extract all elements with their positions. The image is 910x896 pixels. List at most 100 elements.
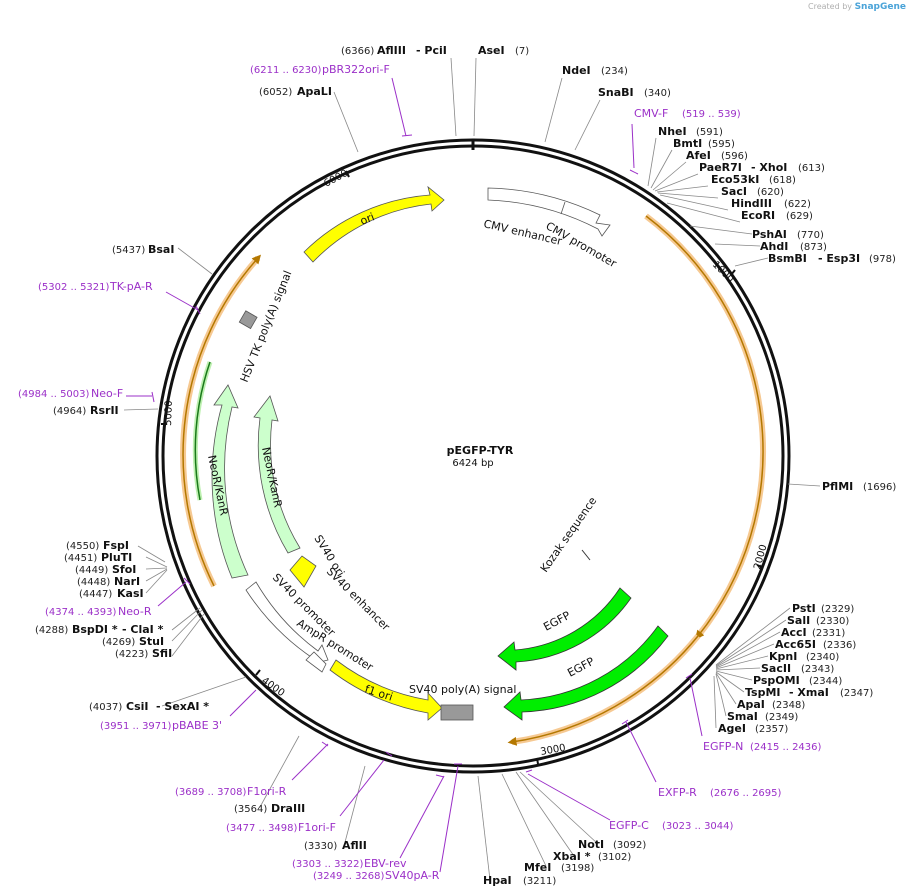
site-narI: NarI [114,575,140,588]
site-pos-sacI: (620) [757,187,784,198]
site-pos-sacII: (2343) [801,664,834,675]
neo-feature-2 [253,395,301,554]
site-pos-eco53kI: (618) [769,175,796,186]
tick-4000: 4000 [259,675,286,699]
site-sacII: SacII [761,662,791,675]
site-pos-ageI: (2357) [755,724,788,735]
site-pciI: - PciI [416,44,447,57]
site-pos-acc65I: (2336) [823,640,856,651]
site-pos-nheI: (591) [696,127,723,138]
site-pos-kpnI: (2340) [806,652,839,663]
site-pos-hpaI: (3211) [523,876,556,887]
site-labels: (6366) AflIII - PciI AseI (7) NdeI (234)… [35,44,896,887]
primer-pbabe3: pBABE 3' [172,719,222,732]
primer-connectors [126,77,703,873]
site-pos-xmaI: (2347) [840,688,873,699]
primer-pos-pbr322ori-f: (6211 .. 6230) [250,65,322,76]
primer-pbr322ori-f: pBR322ori-F [322,63,390,76]
tick-mark-3000 [536,757,539,765]
site-apaI: ApaI [737,698,765,711]
ampr-promoter-feature [305,651,327,673]
site-xmaI: - XmaI [789,686,829,699]
site-snaBI: SnaBI [598,86,634,99]
kozak-feature [581,549,591,561]
egfp-feature-1 [497,587,632,671]
site-stuI: StuI [139,635,164,648]
primer-sv40pa-r: SV40pA-R [385,869,440,882]
sv40-polya-feature [440,704,474,721]
site-ndeI: NdeI [562,64,591,77]
neo-feature-1 [211,384,249,579]
site-pos-sfoI: (4449) [75,565,108,576]
sv40-ori-feature [289,555,317,588]
sv40-polya-label: SV40 poly(A) signal [409,683,516,696]
cmv-divider [560,201,566,215]
site-pos-csiI: (4037) [89,702,122,713]
sv40-enhancer-label: SV40 enhancer [324,565,393,634]
site-acc65I: Acc65I [775,638,816,651]
primer-cmv-f: CMV-F [634,107,668,120]
site-pos-pshAI: (770) [797,230,824,241]
primer-egfp-n: EGFP-N [703,740,743,753]
site-pos-ndeI: (234) [601,66,628,77]
site-pos-bspDI: (4288) [35,625,68,636]
site-pos-fspI: (4550) [66,541,99,552]
site-pluTI: PluTI [101,551,132,564]
site-pos-smaI: (2349) [765,712,798,723]
site-pos-narI: (4448) [77,577,110,588]
site-connectors [123,57,821,881]
tick-mark-1000 [730,269,736,276]
primer-exfp-r: EXFP-R [658,786,697,799]
plasmid-name: pEGFP-TYR [447,444,514,457]
site-pos-pflMI: (1696) [863,482,896,493]
primer-labels: (6211 .. 6230) pBR322ori-F CMV-F (519 ..… [18,63,822,882]
primer-pos-pbabe3: (3951 .. 3971) [100,721,172,732]
f1-ori-feature [329,659,443,721]
site-sfiI: SfiI [152,647,172,660]
primer-pos-neo-r: (4374 .. 4393) [45,607,117,618]
site-pspOMI: PspOMI [753,674,800,687]
primer-pos-ebv-rev: (3303 .. 3322) [292,859,364,870]
site-pos-mfeI: (3198) [561,863,594,874]
site-pos-pstI: (2329) [821,604,854,615]
site-bsaI: BsaI [148,243,174,256]
site-bsmBI: BsmBI [768,252,807,265]
site-pos-stuI: (4269) [102,637,135,648]
site-sacI: SacI [721,185,747,198]
cmv-feature [487,187,611,237]
site-hindIII: HindIII [731,197,772,210]
site-pos-apaLI: (6052) [259,87,292,98]
primer-pos-f1ori-r: (3689 .. 3708) [175,787,247,798]
site-pos-bmtI: (595) [708,139,735,150]
site-eco53kI: Eco53kI [711,173,759,186]
egfp2-label: EGFP [565,655,597,680]
site-sexAI: - SexAI * [156,700,209,713]
site-mfeI: MfeI [524,861,551,874]
site-xhoI: - XhoI [751,161,787,174]
site-tspMI: TspMI [745,686,781,699]
site-ahdI: AhdI [760,240,788,253]
plasmid-length: 6424 bp [452,458,493,469]
site-bmtI: BmtI [673,137,702,150]
site-pos-aflII: (3330) [304,841,337,852]
site-pstI: PstI [792,602,816,615]
insert-arrow-right [645,215,764,640]
site-bspDI: BspDI * [72,623,118,636]
primer-tk-pa-r: TK-pA-R [109,280,153,293]
site-ageI: AgeI [718,722,746,735]
neo-arc-line [194,361,211,501]
site-sfoI: SfoI [112,563,136,576]
site-pos-esp3I: (978) [869,254,896,265]
primer-pos-egfp-c: (3023 .. 3044) [662,821,734,832]
site-pos-sfiI: (4223) [115,649,148,660]
f1-ori-label: f1 ori [363,682,394,703]
primer-neo-f: Neo-F [91,387,123,400]
site-pos-aflIII: (6366) [341,46,374,57]
primer-pos-sv40pa-r: (3249 .. 3268) [313,871,385,882]
site-pflMI: PflMI [822,480,853,493]
site-pos-afeI: (596) [721,151,748,162]
tick-1000: 1000 [710,259,736,285]
ori-label: ori [358,210,376,227]
site-pos-aseI: (7) [515,46,529,57]
ori-feature [303,185,445,263]
